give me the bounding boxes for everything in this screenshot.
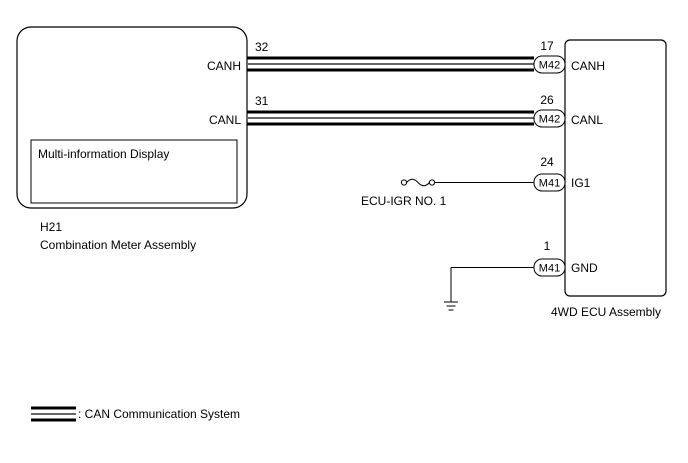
can-bus-line-icon: [31, 406, 76, 422]
connector-m42-canh-label: M42: [539, 60, 560, 72]
right-pin-gnd-signal: GND: [571, 261, 598, 275]
right-pin-canl-signal: CANL: [571, 113, 603, 127]
right-pin-canl-number: 26: [540, 93, 554, 107]
right-pin-ig1-signal: IG1: [571, 176, 591, 190]
can-h-wire: [247, 56, 534, 72]
left-pin-canh-signal: CANH: [207, 59, 241, 73]
gnd-wire: [450, 267, 534, 302]
multi-information-display-box: [30, 139, 238, 204]
left-pin-canh-number: 32: [255, 40, 269, 54]
fuse-icon: [400, 178, 436, 187]
right-pin-gnd-number: 1: [544, 239, 551, 253]
ground-icon: [444, 301, 458, 311]
left-pin-canl-signal: CANL: [209, 113, 241, 127]
right-pin-canh-signal: CANH: [571, 59, 605, 73]
right-component-name: 4WD ECU Assembly: [551, 305, 661, 319]
connector-m41-ig1-label: M41: [539, 178, 560, 190]
legend-label: : CAN Communication System: [78, 407, 240, 421]
combination-meter-assembly: Multi-information Display CANH CANL 32 3…: [16, 26, 269, 252]
right-pin-canh-number: 17: [540, 39, 554, 53]
left-component-name: Combination Meter Assembly: [40, 238, 196, 252]
right-pin-ig1-number: 24: [540, 155, 554, 169]
left-pin-canl-number: 31: [255, 94, 269, 108]
legend: : CAN Communication System: [31, 406, 240, 422]
fuse-label: ECU-IGR NO. 1: [361, 194, 447, 208]
connector-m42-canh: [533, 55, 566, 74]
connector-m42-canl: [533, 109, 566, 128]
4wd-ecu-assembly: M42 M42 M41 M41 17 26 24 1 CANH CANL IG1…: [533, 39, 667, 319]
can-l-wire: [247, 110, 534, 126]
connector-m42-canl-label: M42: [539, 114, 560, 126]
left-component-code: H21: [40, 220, 62, 234]
4wd-ecu-box: [564, 39, 667, 297]
connector-m41-gnd-label: M41: [539, 263, 560, 275]
multi-information-display-label: Multi-information Display: [38, 147, 169, 161]
